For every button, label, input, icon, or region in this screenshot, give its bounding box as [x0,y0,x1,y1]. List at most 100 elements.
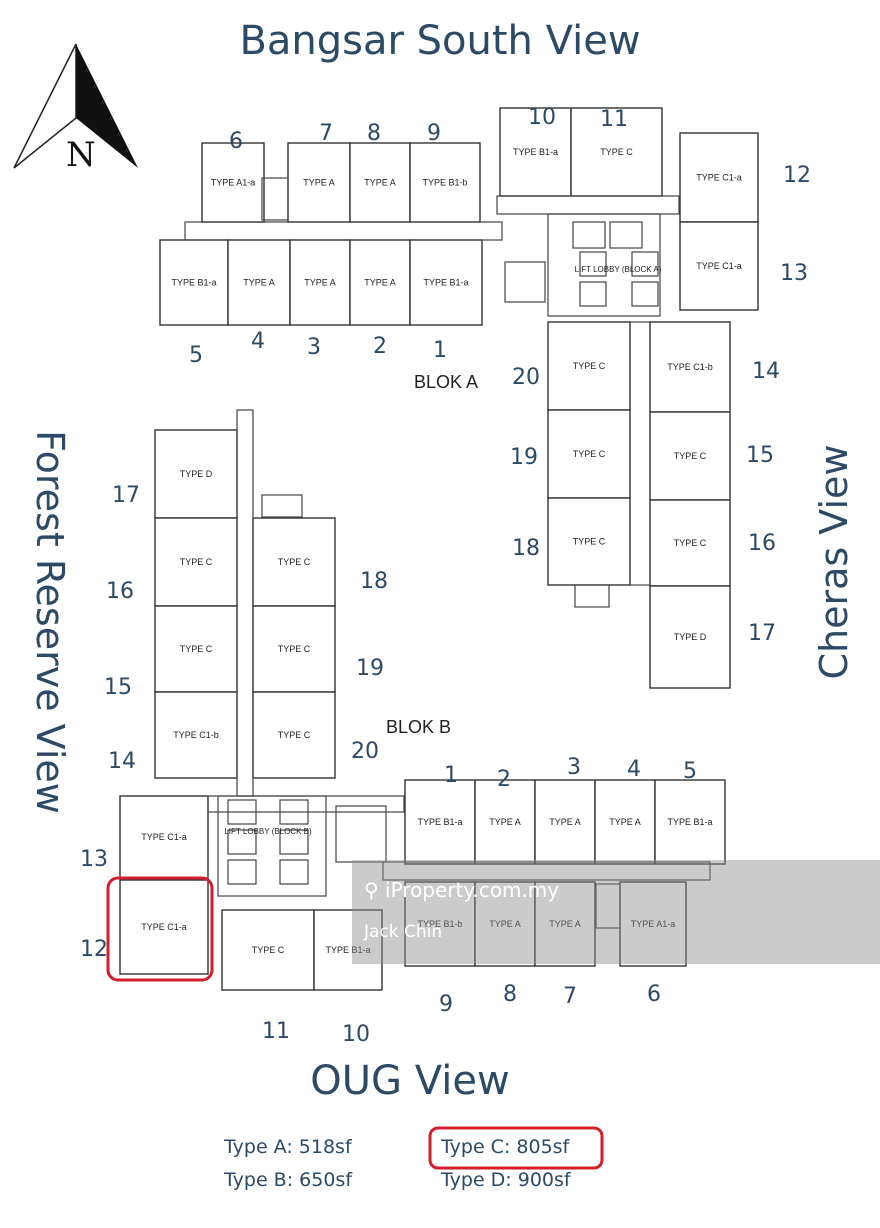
unit-19-outline [649,585,731,689]
unit-21-number: 16 [106,579,134,604]
unit-32-outline [474,779,536,865]
unit-0-number: 6 [229,129,243,154]
unit-12-type: TYPE B1-a [423,278,468,288]
unit-14-number: 19 [510,445,538,470]
unit-38-number: 7 [563,984,577,1009]
unit-35-number: 5 [683,759,697,784]
unit-7-outline [679,221,759,311]
watermark-overlay [352,860,880,964]
lift-lobby-b-label: LIFT LOBBY (BLOCK B) [224,827,312,836]
unit-35-type: TYPE B1-a [667,817,712,827]
unit-26-outline [252,691,336,779]
unit-18-number: 16 [748,531,776,556]
unit-28-number: 12 [80,937,108,962]
unit-16-number: 14 [752,359,780,384]
unit-21-type: TYPE C [180,557,213,567]
unit-11-outline [349,239,411,326]
view-label-bottom: OUG View [310,1058,510,1104]
unit-8-outline [159,239,229,326]
unit-20-type: TYPE D [180,469,213,479]
unit-7-number: 13 [780,261,808,286]
unit-28-type: TYPE C1-a [141,922,187,932]
unit-9-number: 4 [251,329,265,354]
unit-33-outline [534,779,596,865]
unit-32-type: TYPE A [489,817,521,827]
unit-19-number: 17 [748,621,776,646]
unit-20-outline [154,429,238,519]
unit-13-number: 20 [512,365,540,390]
unit-32-number: 2 [497,767,511,792]
unit-31-number: 1 [444,763,458,788]
unit-24-outline [252,517,336,607]
legend-type-c: Type C: 805sf [441,1136,570,1158]
view-label-top: Bangsar South View [239,18,641,64]
unit-5-type: TYPE C [600,147,633,157]
unit-12-number: 1 [433,338,447,363]
unit-6-number: 12 [783,163,811,188]
unit-12-outline [409,239,483,326]
unit-16-type: TYPE C1-b [667,362,713,372]
unit-23-outline [154,691,238,779]
unit-38-outline [534,881,596,967]
unit-18-type: TYPE C [674,538,707,548]
unit-19-type: TYPE D [674,632,707,642]
unit-10-number: 3 [307,335,321,360]
unit-16-outline [649,321,731,413]
watermark-site-text: iProperty.com.my [385,878,560,902]
unit-4-type: TYPE B1-a [513,147,558,157]
unit-3-number: 9 [427,121,441,146]
unit-23-number: 14 [108,749,136,774]
unit-24-type: TYPE C [278,557,311,567]
unit-38-type: TYPE A [549,919,581,929]
unit-37-type: TYPE A [489,919,521,929]
unit-39-number: 6 [647,982,661,1007]
unit-17-type: TYPE C [674,451,707,461]
unit-0-outline [201,142,265,223]
unit-25-type: TYPE C [278,644,311,654]
unit-15-number: 18 [512,536,540,561]
unit-27-type: TYPE C1-a [141,832,187,842]
watermark-site: ⚲ iProperty.com.my [364,878,559,902]
unit-5-outline [570,107,663,197]
block-a-label: BLOK A [414,372,478,392]
highlight-type-c [428,1126,604,1170]
unit-14-outline [547,409,631,499]
watermark-agent: Jack Chin [364,922,443,942]
unit-2-type: TYPE A [364,178,396,188]
unit-31-type: TYPE B1-a [417,817,462,827]
unit-8-number: 5 [189,343,203,368]
unit-20-number: 17 [112,483,140,508]
lift-lobby-a-label: LIFT LOBBY (BLOCK A) [575,265,662,274]
unit-29-outline [221,909,315,991]
unit-1-number: 7 [319,121,333,146]
unit-24-number: 18 [360,569,388,594]
unit-1-type: TYPE A [303,178,335,188]
unit-3-type: TYPE B1-b [422,178,467,188]
unit-34-type: TYPE A [609,817,641,827]
highlight-unit-12 [106,876,214,982]
unit-5-number: 11 [600,107,628,132]
legend-type-a: Type A: 518sf [224,1136,352,1158]
unit-25-number: 19 [356,656,384,681]
unit-33-type: TYPE A [549,817,581,827]
unit-29-number: 11 [262,1019,290,1044]
unit-8-type: TYPE B1-a [171,278,216,288]
unit-17-outline [649,411,731,501]
unit-36-number: 9 [439,992,453,1017]
unit-39-type: TYPE A1-a [631,919,676,929]
unit-29-type: TYPE C [252,945,285,955]
unit-30-outline [313,909,383,991]
unit-37-number: 8 [503,982,517,1007]
unit-7-type: TYPE C1-a [696,261,742,271]
unit-6-outline [679,132,759,223]
unit-11-type: TYPE A [364,278,396,288]
unit-14-type: TYPE C [573,449,606,459]
unit-15-type: TYPE C [573,537,606,547]
unit-26-number: 20 [351,739,379,764]
unit-37-outline [474,881,536,967]
unit-9-type: TYPE A [243,278,275,288]
compass-label: N [66,135,96,175]
unit-10-outline [289,239,351,326]
unit-36-outline [404,881,476,967]
